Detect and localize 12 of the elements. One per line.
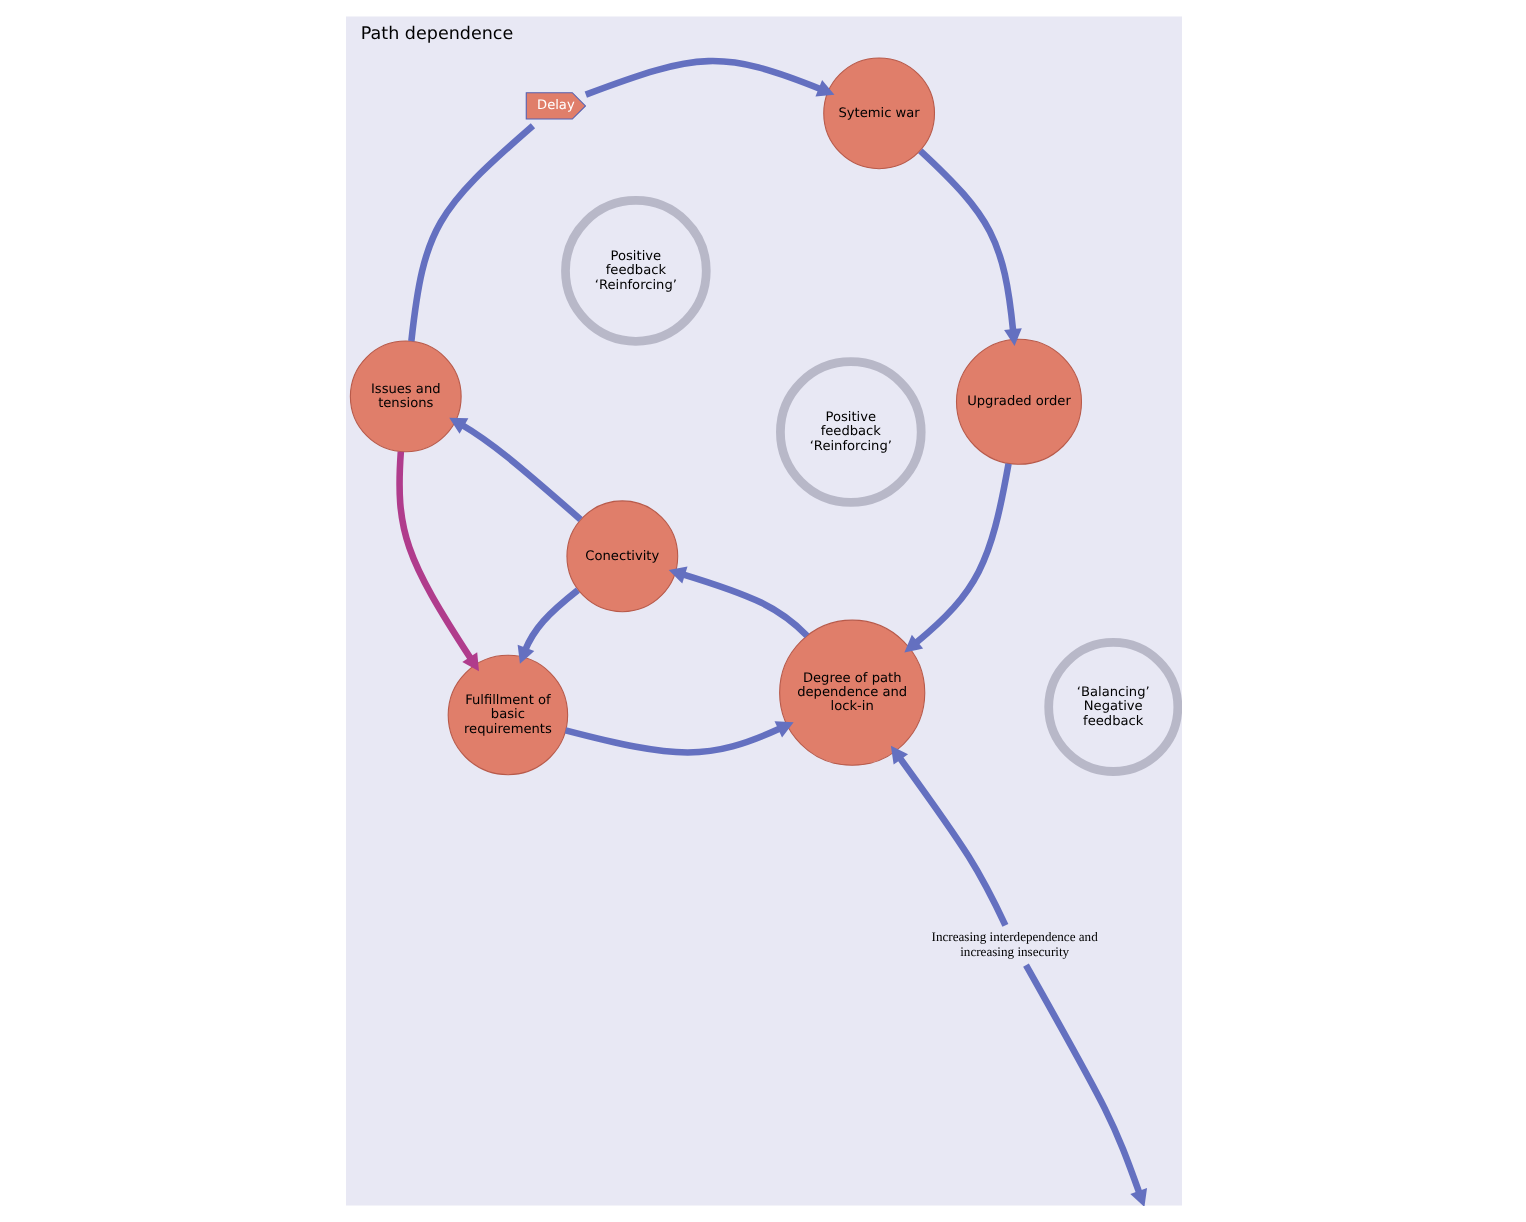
arrow [667, 566, 809, 639]
arrow [889, 745, 1008, 927]
arrow [917, 148, 1021, 346]
arrow [583, 57, 834, 98]
diagram-title: Path dependence [359, 25, 513, 46]
arrow [516, 587, 579, 664]
arrow [903, 463, 1011, 653]
arrow [395, 451, 478, 672]
arrow [1022, 963, 1147, 1206]
arrow [448, 417, 582, 522]
connector [407, 123, 535, 342]
arrow [563, 721, 793, 756]
